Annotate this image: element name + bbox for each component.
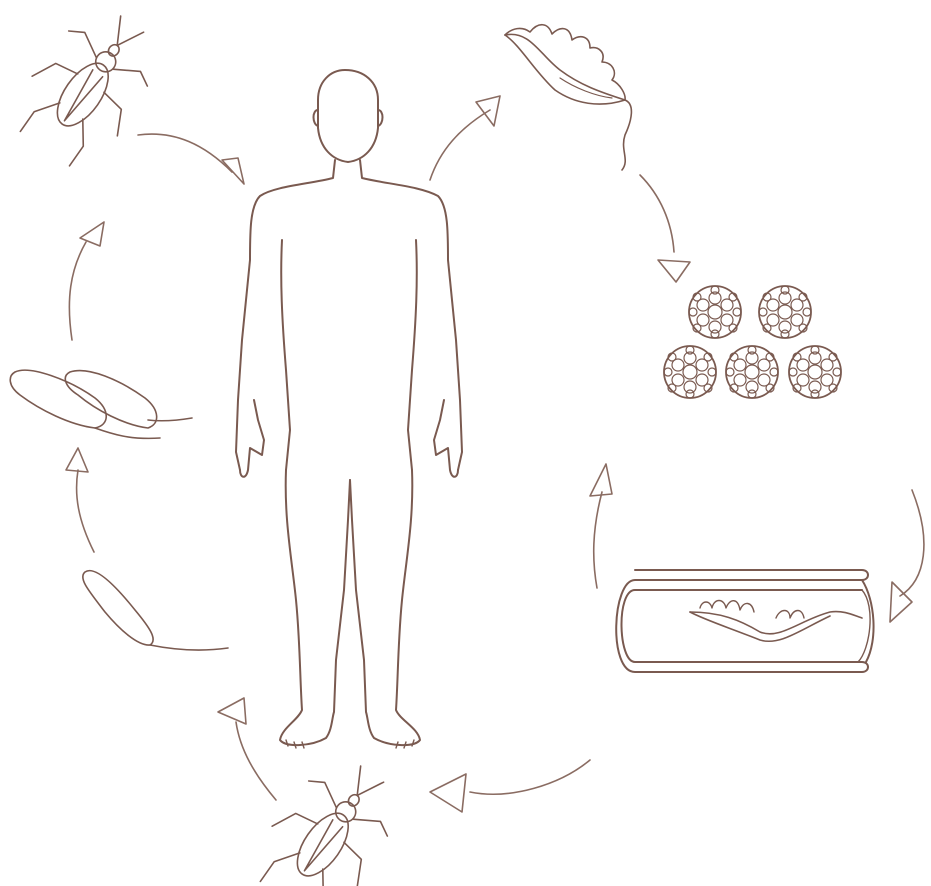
cell (683, 365, 697, 379)
bug-icon (242, 744, 414, 886)
cell (811, 346, 819, 354)
cell (664, 368, 672, 376)
cell (809, 381, 821, 393)
cell (684, 381, 696, 393)
arrow-head-icon (222, 158, 244, 184)
cell-cluster (789, 346, 841, 398)
cell (733, 308, 741, 316)
cell (789, 368, 797, 376)
arrow-head-icon (66, 448, 88, 472)
cell (686, 390, 694, 398)
arrow-head-icon (80, 222, 104, 246)
metacyclic-icon (83, 571, 228, 651)
cell (748, 390, 756, 398)
cell-cluster-icon (664, 286, 841, 398)
cell (708, 368, 716, 376)
cell (726, 368, 734, 376)
cell (686, 346, 694, 354)
arrow-head-icon (658, 260, 690, 282)
human-figure-icon (236, 70, 462, 748)
arrow-head-icon (590, 464, 612, 496)
cell (746, 381, 758, 393)
cell (779, 321, 791, 333)
cell (759, 308, 767, 316)
arrow-head-icon (218, 698, 246, 724)
cell (781, 286, 789, 294)
cell-cluster (726, 346, 778, 398)
epimastigote-icon (10, 370, 192, 438)
trypomastigote-icon (505, 25, 631, 170)
cell-cluster (664, 346, 716, 398)
arrow-line (138, 134, 232, 172)
cell-cluster (689, 286, 741, 338)
cell (811, 390, 819, 398)
cell (833, 368, 841, 376)
cell (745, 365, 759, 379)
bug-icon (2, 0, 174, 178)
cell (748, 346, 756, 354)
cell (689, 308, 697, 316)
cell (781, 330, 789, 338)
cell (808, 365, 822, 379)
blood-vessel-icon (616, 570, 873, 672)
cycle-arrows (66, 96, 924, 812)
cell (803, 308, 811, 316)
cell-cluster (759, 286, 811, 338)
cell (770, 368, 778, 376)
arrow-head-icon (430, 774, 466, 812)
cell (708, 305, 722, 319)
cell (709, 321, 721, 333)
cell (711, 330, 719, 338)
cell (778, 305, 792, 319)
cell (711, 286, 719, 294)
